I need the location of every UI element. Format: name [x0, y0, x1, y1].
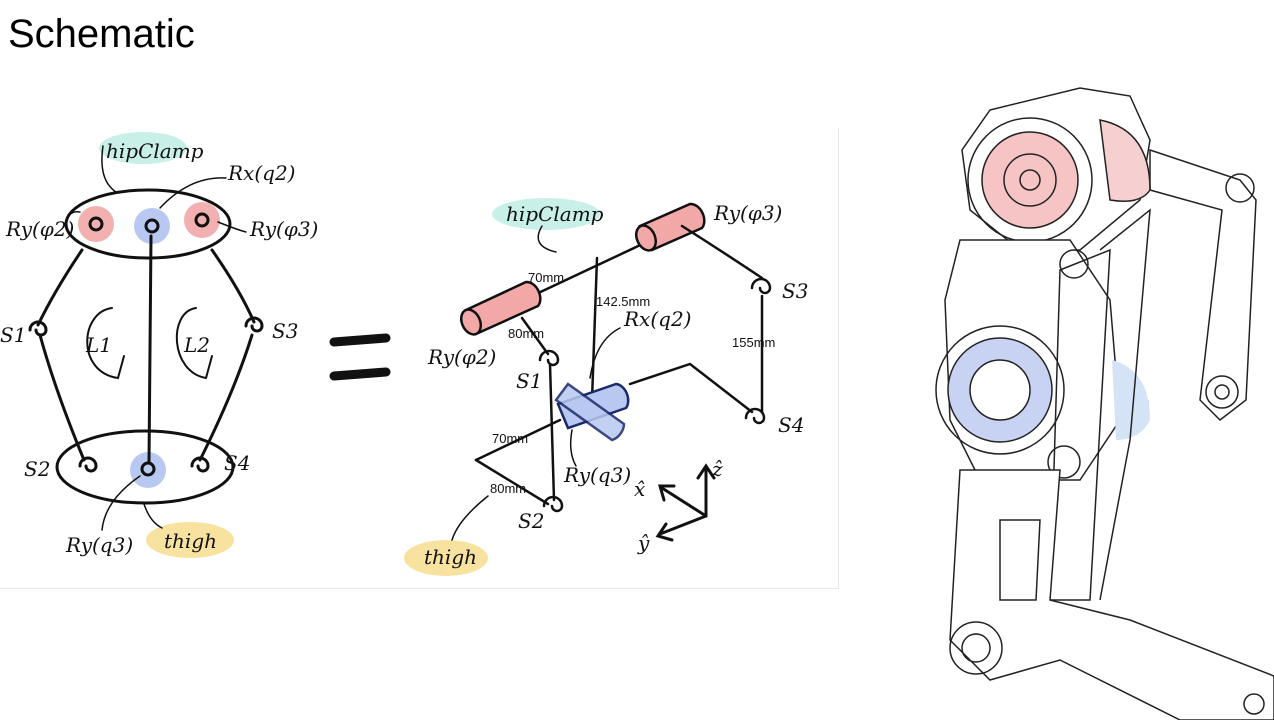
right-rx-leader	[589, 327, 621, 379]
phi3-joint	[194, 212, 210, 228]
ry-phi3-leader	[217, 221, 247, 233]
loop-l2-arrow	[175, 307, 213, 380]
link-right-lower	[198, 333, 254, 462]
thigh-label-highlight	[146, 522, 234, 558]
thigh-ellipse	[55, 429, 235, 505]
s4-joint	[190, 456, 210, 473]
axis-z-label: ẑ	[711, 457, 723, 481]
s2-joint	[78, 456, 98, 473]
left-thigh-label: thigh	[164, 529, 217, 553]
right-s3-joint	[750, 277, 772, 295]
equals-sign	[329, 333, 391, 381]
right-rx-q2: Rx(q2)	[623, 307, 691, 331]
q2-joint-highlight	[134, 208, 170, 244]
left-ry-phi3: Ry(φ3)	[249, 217, 318, 241]
left-s1: S1	[0, 323, 26, 347]
left-l2: L2	[183, 333, 210, 357]
left-s4: S4	[224, 451, 250, 475]
dim-70mm-top: 70mm	[528, 270, 564, 285]
center-vertical-link	[590, 256, 599, 402]
right-ry-q3: Ry(q3)	[563, 463, 631, 487]
left-ry-q3: Ry(q3)	[65, 533, 133, 557]
left-hip-label: hipClamp	[106, 139, 204, 163]
left-rx-q2: Rx(q2)	[227, 161, 295, 185]
thigh-label-leader	[143, 503, 163, 529]
link-right-upper	[210, 248, 256, 324]
right-labels: hipClamp Ry(φ3) Ry(φ2) Rx(q2) Ry(q3) S3 …	[424, 201, 808, 569]
hip-label-leader	[101, 145, 117, 193]
right-thigh-label-highlight	[404, 540, 488, 576]
link-left-lower	[38, 333, 86, 462]
phi2-cylinder	[459, 280, 542, 336]
left-labels: hipClamp Rx(q2) Ry(φ2) Ry(φ3) S1 S3 S2 S…	[0, 139, 318, 557]
dim-70mm-bottom: 70mm	[492, 431, 528, 446]
phi2-joint-highlight	[78, 206, 114, 242]
s3-joint	[244, 316, 264, 333]
right-s1-joint	[538, 349, 560, 367]
ry-q3-leader	[101, 475, 141, 531]
right-hip-leader	[537, 225, 557, 253]
loop-l1-arrow	[86, 307, 125, 380]
right-thigh-leader	[451, 495, 489, 541]
hip-label-highlight	[99, 132, 187, 164]
phi3-cylinder	[634, 202, 706, 252]
right-s2: S2	[518, 509, 544, 533]
phi3-joint-highlight	[184, 202, 220, 238]
right-schematic	[404, 198, 772, 576]
link-left-upper	[36, 248, 84, 327]
left-s3: S3	[272, 319, 298, 343]
dim-80mm-top: 80mm	[508, 326, 544, 341]
link-center	[147, 234, 153, 464]
rx-q2-leader	[159, 177, 227, 209]
link-q-s4	[628, 362, 754, 414]
dim-80mm-bottom: 80mm	[490, 481, 526, 496]
link-phi3-s3	[680, 224, 764, 280]
right-hip-label-highlight	[492, 198, 600, 230]
axis-y-label: ŷ	[637, 531, 650, 555]
axis-x-label: x̂	[634, 477, 645, 501]
slide-title: Schematic	[8, 12, 195, 56]
left-schematic	[28, 132, 264, 558]
thigh-lower-bar	[474, 458, 550, 506]
left-ry-phi2: Ry(φ2)	[5, 217, 74, 241]
dim-142-5mm: 142.5mm	[596, 294, 650, 309]
right-s3: S3	[782, 279, 808, 303]
right-ryq3-leader	[569, 429, 577, 467]
link-s1-s2	[548, 362, 556, 502]
left-s2: S2	[24, 457, 50, 481]
s1-joint	[28, 320, 48, 337]
coordinate-axes	[655, 463, 716, 542]
link-phi2-s1	[520, 316, 550, 356]
thigh-bar	[474, 418, 562, 462]
q2-q3-cylinders	[554, 382, 630, 442]
right-thigh-label: thigh	[424, 545, 477, 569]
leg-cad-render	[935, 87, 1274, 720]
q3-joint-highlight	[130, 452, 166, 488]
right-s1: S1	[516, 369, 542, 393]
right-ry-phi2: Ry(φ2)	[427, 345, 496, 369]
right-s4-joint	[744, 407, 766, 425]
right-s4: S4	[778, 413, 804, 437]
dim-155mm: 155mm	[732, 335, 775, 350]
ry-phi2-leader	[65, 211, 81, 229]
phi2-joint	[88, 216, 104, 232]
right-s2-joint	[542, 495, 564, 513]
right-hip-label: hipClamp	[506, 202, 604, 226]
q2-joint	[144, 218, 160, 234]
right-ry-phi3: Ry(φ3)	[713, 201, 782, 225]
left-l1: L1	[85, 333, 112, 357]
